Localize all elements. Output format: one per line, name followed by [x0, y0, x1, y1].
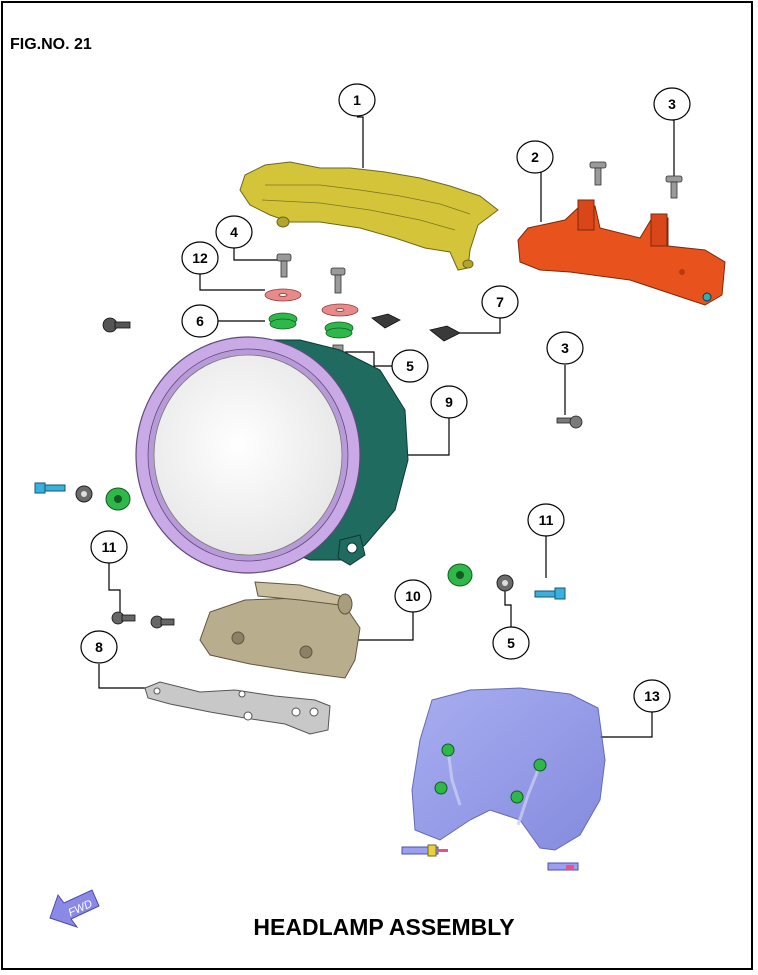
- part-4-bolts: [276, 253, 346, 294]
- callout-label: 10: [405, 588, 421, 604]
- part-3-bolt-right: [556, 415, 583, 429]
- callout-3-top: 3: [653, 87, 691, 121]
- callout-label: 5: [406, 358, 414, 374]
- callout-label: 13: [644, 688, 660, 704]
- figure-number: FIG.NO. 21: [10, 36, 92, 53]
- callout-11-right: 11: [527, 503, 565, 537]
- callout-label: 3: [561, 340, 569, 356]
- callout-9: 9: [430, 385, 468, 419]
- callout-label: 2: [531, 149, 539, 165]
- callout-label: 6: [196, 313, 204, 329]
- diagram-title-text: HEADLAMP ASSEMBLY: [253, 914, 515, 940]
- callout-13: 13: [633, 679, 671, 713]
- callout-4: 4: [215, 215, 253, 249]
- callout-5-bottom: 5: [492, 626, 530, 660]
- part-3-bolts-top: [589, 161, 683, 199]
- callout-5-top: 5: [391, 349, 429, 383]
- callout-label: 4: [230, 224, 238, 240]
- part-6-grommets: [268, 312, 354, 339]
- callout-label: 8: [95, 639, 103, 655]
- callout-label: 9: [445, 394, 453, 410]
- callout-12: 12: [181, 241, 219, 275]
- part-12-washers: [264, 288, 359, 317]
- callout-label: 11: [102, 539, 117, 555]
- bolt-top-left: [102, 317, 131, 333]
- callout-1: 1: [338, 83, 376, 117]
- callout-11-left: 11: [90, 530, 128, 564]
- callout-label: 5: [507, 635, 515, 651]
- part-8-plate: [144, 681, 331, 735]
- callout-7: 7: [481, 285, 519, 319]
- callout-10: 10: [394, 579, 432, 613]
- part-11-small-bolts: [111, 611, 175, 629]
- part-9-headlamp: [135, 336, 409, 574]
- callout-label: 7: [496, 294, 504, 310]
- callout-6: 6: [181, 304, 219, 338]
- right-side-hardware: [447, 563, 566, 600]
- part-7-clips: [371, 313, 461, 342]
- callout-label: 1: [353, 92, 361, 108]
- part-1-upper-bracket: [239, 161, 499, 271]
- part-13-visor: [401, 687, 606, 871]
- callout-2: 2: [516, 140, 554, 174]
- part-10-lower-bracket: [199, 581, 361, 679]
- callout-3-right: 3: [546, 331, 584, 365]
- part-2-lower-bracket: [517, 199, 726, 306]
- callout-label: 12: [192, 250, 208, 266]
- diagram-title: HEADLAMP ASSEMBLY: [0, 914, 758, 941]
- callout-label: 3: [668, 96, 676, 112]
- callout-label: 11: [539, 512, 554, 528]
- callout-8: 8: [80, 630, 118, 664]
- left-side-hardware: [34, 482, 131, 511]
